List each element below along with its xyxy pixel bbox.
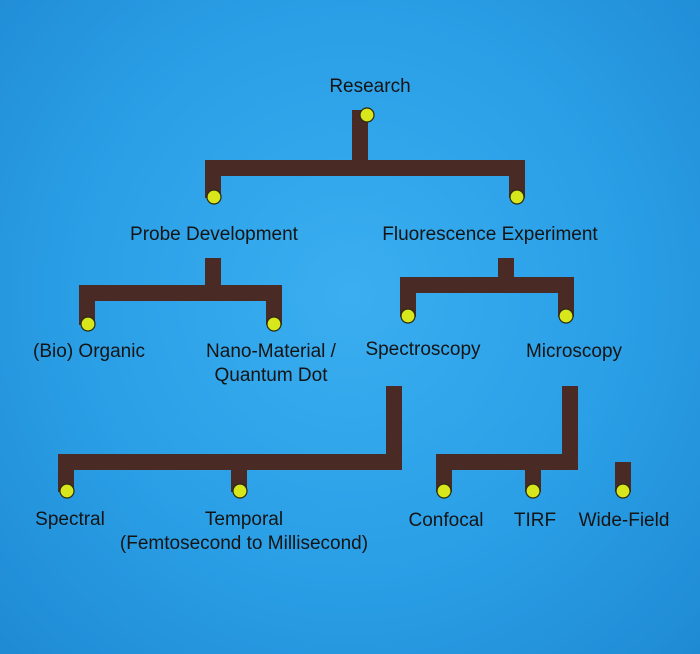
node-label-spectral: Spectral bbox=[35, 509, 105, 530]
node-dot-bio-organic bbox=[80, 316, 96, 332]
node-label-temporal-line1: Temporal bbox=[204, 509, 284, 530]
node-dot-spectral bbox=[59, 483, 75, 499]
node-dot-probe-development bbox=[206, 189, 222, 205]
node-dot-wide-field bbox=[615, 483, 631, 499]
node-label-nano-material-line1: Nano-Material / bbox=[206, 341, 336, 362]
node-label-nano-material-line2: Quantum Dot bbox=[214, 365, 328, 386]
node-label-wide-field: Wide-Field bbox=[578, 510, 670, 531]
node-dot-tirf bbox=[525, 483, 541, 499]
node-dots bbox=[59, 107, 631, 499]
node-label-tirf: TIRF bbox=[513, 510, 557, 531]
node-label-research: Research bbox=[329, 76, 411, 97]
connector-probe-development bbox=[79, 258, 282, 325]
connector-fluorescence-experiment bbox=[400, 258, 574, 317]
connector-spectroscopy bbox=[58, 386, 402, 492]
node-dot-confocal bbox=[436, 483, 452, 499]
node-dot-temporal bbox=[232, 483, 248, 499]
node-label-fluorescence-experiment: Fluorescence Experiment bbox=[382, 224, 598, 245]
node-label-bio-organic: (Bio) Organic bbox=[33, 341, 145, 362]
node-label-probe-development: Probe Development bbox=[130, 224, 298, 245]
node-label-nano-material: Nano-Material / Quantum Dot bbox=[196, 340, 346, 388]
node-dot-microscopy bbox=[558, 308, 574, 324]
node-dot-fluorescence-experiment bbox=[509, 189, 525, 205]
connectors bbox=[58, 110, 631, 492]
node-label-spectroscopy: Spectroscopy bbox=[365, 339, 481, 360]
node-dot-nano-material bbox=[266, 316, 282, 332]
connector-research bbox=[205, 110, 525, 198]
node-dot-spectroscopy bbox=[400, 308, 416, 324]
node-label-confocal: Confocal bbox=[408, 510, 484, 531]
node-label-temporal-line2: (Femtosecond to Millisecond) bbox=[119, 533, 369, 554]
node-label-microscopy: Microscopy bbox=[525, 341, 623, 362]
node-dot-research bbox=[359, 107, 375, 123]
connector-microscopy bbox=[436, 386, 631, 492]
node-label-temporal: Temporal (Femtosecond to Millisecond) bbox=[104, 508, 384, 556]
